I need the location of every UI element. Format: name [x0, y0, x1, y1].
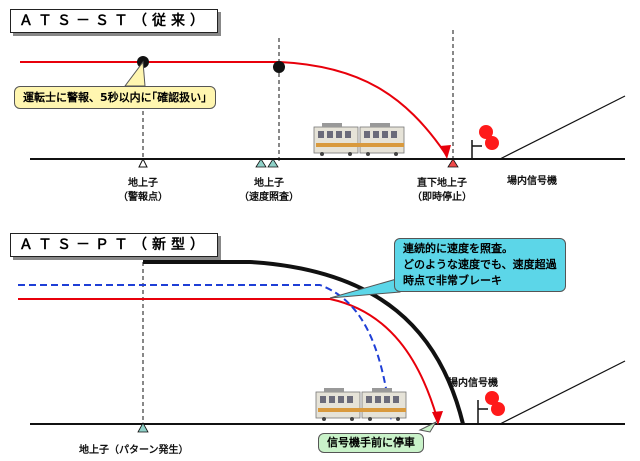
bottom-slope [499, 360, 626, 425]
stop-before-signal-callout: 信号機手前に停車 [318, 433, 424, 453]
bottom-speed-arrow [432, 411, 443, 425]
stop-transponder-label-2: （即時停止） [412, 192, 472, 203]
top-speed-curve [20, 61, 446, 154]
bottom-continuous-check-callout: 連続的に速度を照査。 どのような速度でも、速度超過 時点で非常ブレーキ [394, 238, 566, 292]
bottom-speed-curve [18, 298, 438, 419]
speed-check-transponder-label-2: （速度照査） [239, 192, 299, 203]
bottom-callout-line-2: どのような速度でも、速度超過 [403, 258, 557, 271]
warning-transponder [138, 157, 148, 168]
speed-check-transponder-label: 地上子 （速度照査） [239, 177, 299, 205]
pattern-transponder [137, 422, 149, 433]
stop-transponder-label: 直下地上子 （即時停止） [412, 177, 472, 205]
bottom-section-title: ＡＴＳ－ＰＴ（新型） [10, 233, 218, 257]
top-train [313, 122, 405, 157]
top-callout-pointer [124, 60, 146, 87]
pattern-transponder-label: 地上子（パターン発生） [79, 445, 189, 456]
top-home-signal [471, 125, 499, 159]
warning-transponder-label-1: 地上子 [128, 178, 158, 189]
stop-callout-pointer [418, 420, 438, 433]
bottom-home-signal-label: 場内信号機 [448, 378, 498, 389]
speed-check-dot [273, 61, 285, 73]
bottom-callout-line-3: 時点で非常ブレーキ [403, 274, 502, 287]
bottom-train [315, 387, 407, 422]
bottom-home-signal [477, 391, 505, 424]
top-speed-arrow [440, 145, 451, 159]
speed-transponder-2 [267, 158, 279, 168]
warning-transponder-label: 地上子 （警報点） [118, 177, 168, 205]
bottom-callout-line-1: 連続的に速度を照査。 [403, 242, 513, 255]
top-home-signal-label: 場内信号機 [507, 176, 557, 187]
top-section-title: ＡＴＳ－ＳＴ（従来） [10, 9, 218, 33]
stop-transponder [447, 158, 459, 168]
speed-check-transponder-label-1: 地上子 [254, 178, 284, 189]
speed-transponder-1 [255, 158, 267, 168]
top-slope [499, 95, 626, 160]
top-warning-callout: 運転士に警報、5秒以内に｢確認扱い｣ [14, 86, 216, 109]
brake-pattern-curve [143, 260, 465, 425]
bottom-dashed-speed-curve [18, 284, 391, 414]
warning-transponder-label-2: （警報点） [118, 192, 168, 203]
stop-transponder-label-1: 直下地上子 [417, 178, 467, 189]
